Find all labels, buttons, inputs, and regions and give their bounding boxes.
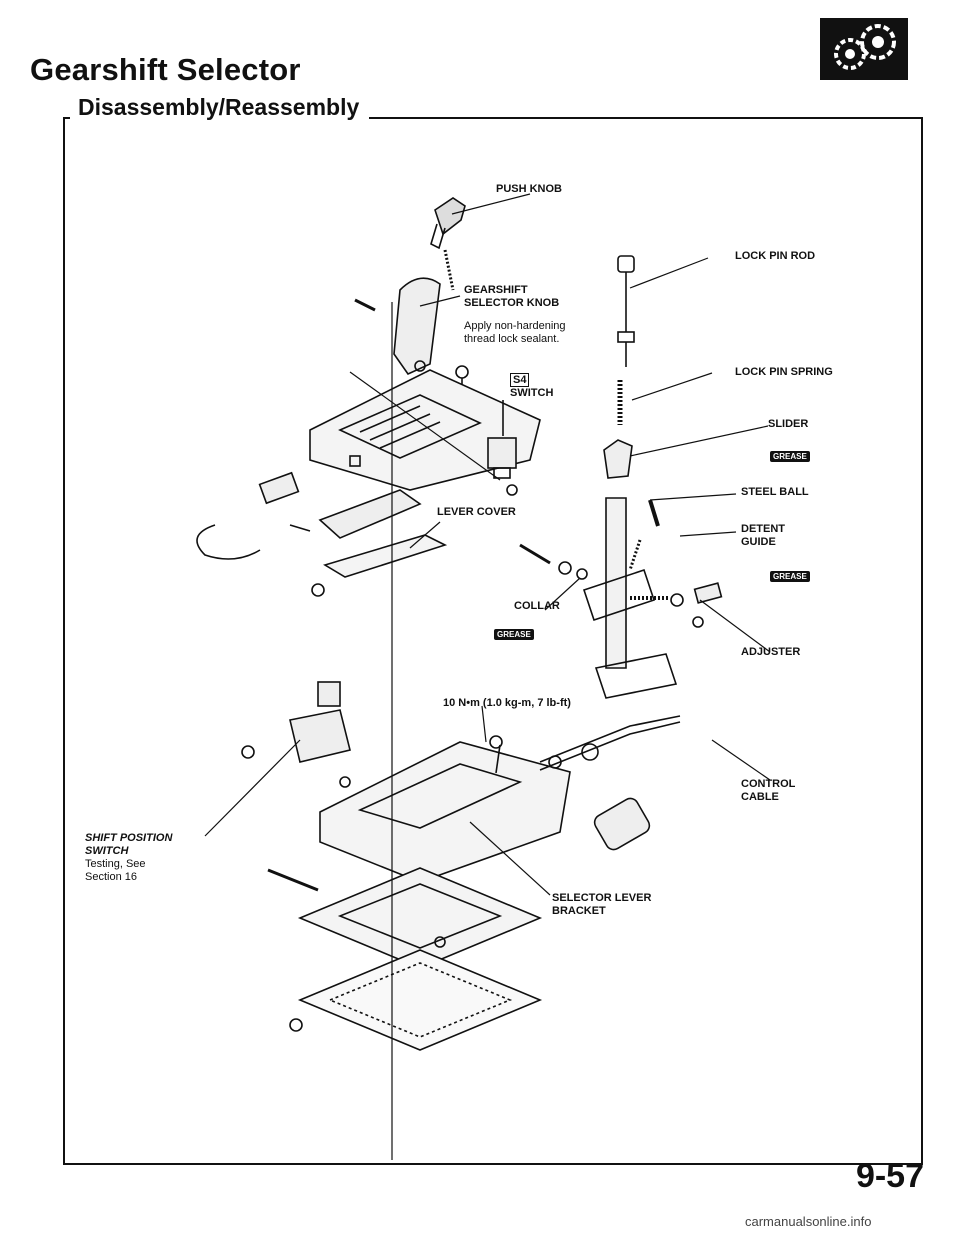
grease-icon: GREASE — [770, 446, 810, 464]
label-torque-spec: 10 N•m (1.0 kg-m, 7 lb-ft) — [443, 697, 571, 709]
watermark: carmanualsonline.info — [745, 1214, 872, 1229]
s4-badge: S4 — [510, 373, 530, 387]
shift-position-switch-part — [241, 681, 351, 788]
label-steel-ball: STEEL BALL — [741, 486, 809, 498]
bottom-plate-part — [267, 867, 543, 1051]
grease-icon: GREASE — [770, 566, 810, 584]
label-gearshift-selector-knob: GEARSHIFT SELECTOR KNOB — [464, 284, 560, 309]
label-control-cable: CONTROL CABLE — [741, 778, 796, 803]
label-selector-lever-bracket: SELECTOR LEVER BRACKET — [552, 892, 652, 917]
s4-switch-text: SWITCH — [510, 387, 554, 399]
label-lock-pin-rod: LOCK PIN ROD — [735, 250, 816, 262]
s4-switch-part — [487, 400, 518, 496]
grease-tag: GREASE — [494, 629, 534, 640]
slider-part — [603, 439, 633, 479]
detent-guide-part — [628, 499, 723, 628]
label-push-knob: PUSH KNOB — [496, 183, 563, 195]
label-lock-pin-spring: LOCK PIN SPRING — [735, 366, 833, 378]
page-number: 9-57 — [855, 1157, 924, 1195]
label-detent-guide: DETENT GUIDE — [741, 523, 785, 548]
control-cable-part — [539, 715, 681, 771]
label-s4-switch: S4 SWITCH — [510, 361, 553, 400]
page-title: Gearshift Selector — [30, 52, 301, 87]
lever-cover-part — [323, 534, 448, 578]
grease-tag: GREASE — [770, 451, 810, 462]
grease-tag: GREASE — [770, 571, 810, 582]
wire-harness-part — [196, 471, 422, 597]
push-knob-part — [430, 197, 466, 291]
grease-icon: GREASE — [494, 624, 534, 642]
gearshift-knob-part — [354, 277, 441, 376]
label-slider: SLIDER — [768, 418, 809, 430]
section-frame — [63, 117, 923, 1165]
selector-bracket-part — [319, 735, 571, 883]
label-adjuster: ADJUSTER — [741, 646, 801, 658]
label-shift-switch-note: Testing, See Section 16 — [85, 858, 146, 883]
label-sealant-note: Apply non-hardening thread lock sealant. — [464, 320, 566, 345]
cover-plate-part — [593, 797, 651, 851]
gate-plate-part — [309, 369, 541, 491]
gear-icon — [820, 18, 908, 80]
lock-pin-rod-part — [617, 255, 635, 425]
collar-part — [519, 543, 588, 580]
section-subtitle: Disassembly/Reassembly — [70, 94, 370, 121]
label-collar: COLLAR — [514, 600, 560, 612]
label-lever-cover: LEVER COVER — [437, 506, 516, 518]
label-shift-position-switch: SHIFT POSITION SWITCH — [85, 832, 173, 857]
